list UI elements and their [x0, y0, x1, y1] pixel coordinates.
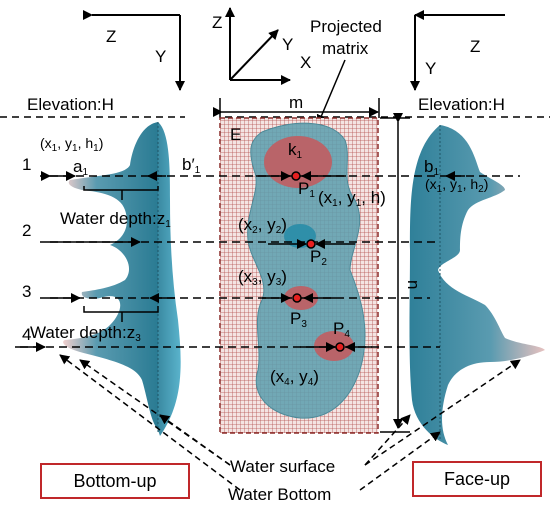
left-z-label: Z — [106, 27, 116, 46]
left-y-axis-label: Y — [155, 47, 166, 66]
center-y-label: Y — [282, 35, 293, 54]
right-y-label: Y — [425, 59, 436, 78]
right-axes: Z Y — [410, 10, 505, 91]
elevation-left-label: Elevation:H — [27, 95, 114, 114]
point-p3 — [292, 293, 302, 303]
water-surface-label: Water surface — [230, 457, 335, 476]
p4-label: P4 — [333, 319, 350, 340]
right-water-profile — [409, 125, 545, 445]
line-number-4: 4 — [22, 325, 31, 344]
water-depth-3-label: Water depth:z3 — [30, 323, 141, 344]
left-water-profile — [63, 122, 158, 430]
right-z-label: Z — [470, 37, 480, 56]
coord-p1: (x1, y1, h) — [318, 188, 386, 209]
bottom-up-box: Bottom-up — [40, 463, 190, 499]
m-label: m — [289, 93, 303, 112]
p1-label: P1 — [298, 179, 315, 200]
coord-top-left: (x1, y1, h1) — [40, 135, 103, 154]
projected-label-2: matrix — [322, 39, 369, 58]
line-number-1: 1 — [22, 155, 31, 174]
a1-label: a1 — [73, 157, 88, 178]
projected-pointer — [316, 59, 346, 125]
center-z-label: Z — [212, 13, 222, 32]
p2-label: P2 — [310, 247, 327, 268]
left-water-surface-face — [158, 122, 181, 436]
n-label: n — [404, 280, 423, 289]
projected-label-1: Projected — [310, 17, 382, 36]
water-bottom-label: Water Bottom — [228, 485, 331, 504]
line-number-3: 3 — [22, 282, 31, 301]
coord-p4: (x4, y4) — [270, 367, 319, 388]
line-number-2: 2 — [22, 221, 31, 240]
water-depth-1-label: Water depth:z1 — [60, 209, 171, 230]
center-axes: Z Y X — [212, 7, 311, 85]
e-label: E — [230, 125, 241, 144]
face-up-box: Face-up — [412, 461, 542, 497]
center-x-label: X — [300, 53, 311, 72]
coord-p3: (x3, y3) — [238, 267, 287, 288]
coord-p2: (x2, y2) — [238, 215, 287, 236]
p3-label: P3 — [290, 309, 307, 330]
elevation-right-label: Elevation:H — [418, 95, 505, 114]
coord-top-right: (x1, y1, h2) — [425, 176, 488, 195]
point-p2 — [306, 239, 316, 249]
left-axes: Z Y — [83, 10, 185, 91]
k1-label: k1 — [288, 140, 303, 161]
b1-prime-label: b′1 — [182, 155, 201, 176]
point-p1 — [291, 171, 301, 181]
point-p4 — [335, 342, 345, 352]
b1-label: b1 — [424, 157, 439, 178]
